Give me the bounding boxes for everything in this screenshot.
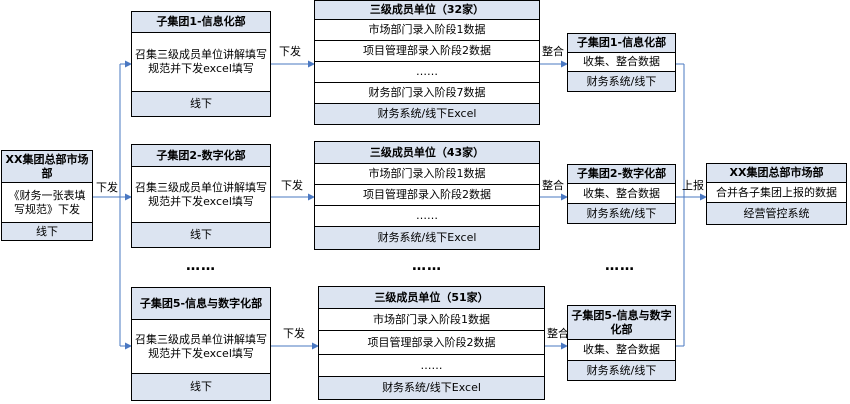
members-1-row: 项目管理部录入阶段2数据: [315, 41, 539, 62]
subgroup-1-body: 召集三级成员单位讲解填写规范并下发excel填写: [132, 33, 270, 92]
hq-title: XX集团总部市场部: [2, 151, 92, 183]
collect-5-title: 子集团5-信息与数字化部: [568, 306, 675, 340]
subgroup-5-title: 子集团5-信息与数字化部: [132, 288, 270, 320]
subgroup-ellipsis: ……: [186, 258, 216, 274]
hq-foot: 线下: [2, 223, 92, 240]
hq-send-label: 下发: [96, 181, 118, 194]
members-2-foot: 财务系统/线下Excel: [315, 227, 539, 249]
final-box: XX集团总部市场部 合并各子集团上报的数据 经营管控系统: [706, 163, 847, 225]
collect-1-title: 子集团1-信息化部: [568, 34, 675, 53]
final-foot: 经营管控系统: [707, 203, 846, 224]
subgroup-5-send-label: 下发: [283, 327, 305, 340]
collect-ellipsis: ……: [605, 258, 635, 274]
final-body: 合并各子集团上报的数据: [707, 183, 846, 203]
collect-1-box: 子集团1-信息化部 收集、整合数据 财务系统/线下: [567, 33, 676, 92]
collect-2-body: 收集、整合数据: [568, 184, 675, 204]
subgroup-1-foot: 线下: [132, 92, 270, 116]
hq-body: 《财务一张表填写规范》下发: [2, 183, 92, 223]
members-2-row: 项目管理部录入阶段2数据: [315, 185, 539, 206]
members-1-box: 三级成员单位（32家） 市场部门录入阶段1数据 项目管理部录入阶段2数据 …… …: [314, 0, 540, 125]
members-1-title: 三级成员单位（32家）: [315, 1, 539, 20]
subgroup-2-send-label: 下发: [281, 179, 303, 192]
members-5-box: 三级成员单位（51家） 市场部门录入阶段1数据 项目管理部录入阶段2数据 …… …: [318, 286, 545, 400]
subgroup-5-body: 召集三级成员单位讲解填写规范并下发excel填写: [132, 320, 270, 374]
members-1-foot: 财务系统/线下Excel: [315, 104, 539, 124]
members-1-row: ……: [315, 62, 539, 83]
members-1-row: 市场部门录入阶段1数据: [315, 20, 539, 41]
members-5-row: 项目管理部录入阶段2数据: [319, 331, 544, 355]
subgroup-2-foot: 线下: [132, 223, 270, 247]
members-1-row: 财务部门录入阶段7数据: [315, 83, 539, 104]
members-ellipsis: ……: [412, 258, 442, 274]
report-label: 上报: [682, 179, 704, 192]
subgroup-5-box: 子集团5-信息与数字化部 召集三级成员单位讲解填写规范并下发excel填写 线下: [131, 287, 271, 401]
collect-5-body: 收集、整合数据: [568, 340, 675, 361]
subgroup-2-title: 子集团2-数字化部: [132, 145, 270, 167]
members-2-row: ……: [315, 206, 539, 227]
subgroup-1-title: 子集团1-信息化部: [132, 12, 270, 33]
hq-box: XX集团总部市场部 《财务一张表填写规范》下发 线下: [1, 150, 93, 241]
members-5-title: 三级成员单位（51家）: [319, 287, 544, 309]
members-2-box: 三级成员单位（43家） 市场部门录入阶段1数据 项目管理部录入阶段2数据 …… …: [314, 141, 540, 250]
subgroup-2-body: 召集三级成员单位讲解填写规范并下发excel填写: [132, 167, 270, 223]
collect-1-foot: 财务系统/线下: [568, 72, 675, 91]
members-5-row: ……: [319, 355, 544, 377]
members-1-merge-label: 整合: [542, 45, 564, 58]
collect-2-box: 子集团2-数字化部 收集、整合数据 财务系统/线下: [567, 164, 676, 224]
collect-5-foot: 财务系统/线下: [568, 361, 675, 380]
collect-2-title: 子集团2-数字化部: [568, 165, 675, 184]
members-5-foot: 财务系统/线下Excel: [319, 377, 544, 399]
subgroup-1-box: 子集团1-信息化部 召集三级成员单位讲解填写规范并下发excel填写 线下: [131, 11, 271, 117]
members-2-title: 三级成员单位（43家）: [315, 142, 539, 164]
members-2-row: 市场部门录入阶段1数据: [315, 164, 539, 185]
members-5-merge-label: 整合: [547, 327, 569, 340]
collect-2-foot: 财务系统/线下: [568, 204, 675, 223]
collect-5-box: 子集团5-信息与数字化部 收集、整合数据 财务系统/线下: [567, 305, 676, 381]
final-title: XX集团总部市场部: [707, 164, 846, 183]
subgroup-1-send-label: 下发: [279, 45, 301, 58]
collect-1-body: 收集、整合数据: [568, 53, 675, 72]
members-2-merge-label: 整合: [542, 179, 564, 192]
subgroup-5-foot: 线下: [132, 374, 270, 400]
members-5-row: 市场部门录入阶段1数据: [319, 309, 544, 331]
subgroup-2-box: 子集团2-数字化部 召集三级成员单位讲解填写规范并下发excel填写 线下: [131, 144, 271, 248]
